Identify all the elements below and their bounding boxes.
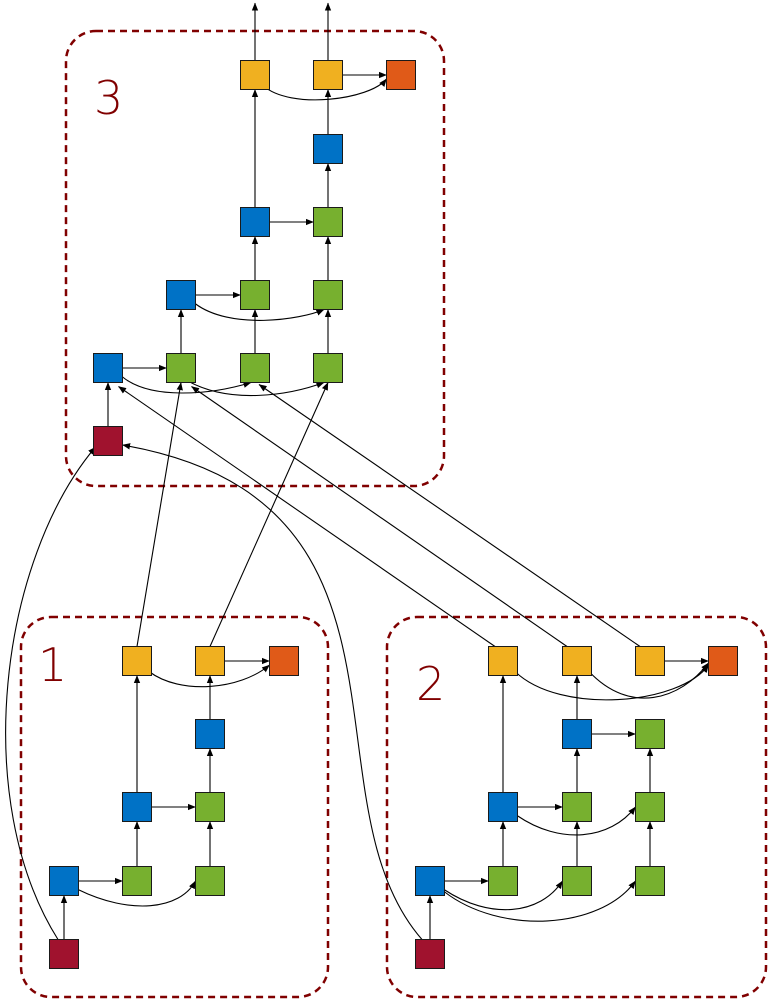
edge-arrow	[5, 446, 96, 940]
group-2-box	[385, 615, 768, 999]
group-1-label: 1	[38, 638, 67, 692]
edge-arrow	[258, 384, 641, 647]
group-1-box	[19, 615, 330, 999]
yellow-square-node	[195, 646, 225, 676]
green-square-node	[562, 866, 592, 896]
nodes-layer	[49, 60, 738, 969]
green-square-node	[195, 866, 225, 896]
green-square-node	[195, 792, 225, 822]
edge-arrow	[136, 382, 183, 647]
yellow-square-node	[635, 646, 665, 676]
green-square-node	[240, 280, 270, 310]
red-square-node	[93, 426, 123, 456]
yellow-square-node	[240, 60, 270, 90]
edge-arrow	[588, 662, 709, 699]
blue-square-node	[488, 792, 518, 822]
blue-square-node	[195, 719, 225, 749]
edge-arrow	[443, 880, 636, 922]
orange-square-node	[708, 646, 738, 676]
edge-arrow	[209, 382, 329, 647]
yellow-square-node	[313, 60, 343, 90]
blue-square-node	[93, 353, 123, 383]
group-2-label: 2	[416, 657, 445, 711]
green-square-node	[635, 866, 665, 896]
blue-square-node	[49, 866, 79, 896]
red-square-node	[49, 939, 79, 969]
blue-square-node	[240, 207, 270, 237]
yellow-square-node	[562, 646, 592, 676]
green-square-node	[313, 207, 343, 237]
green-square-node	[240, 353, 270, 383]
edge-arrow	[122, 443, 423, 940]
blue-square-node	[166, 280, 196, 310]
edge-arrow	[194, 303, 325, 321]
edge-arrow	[186, 380, 325, 397]
edge-arrow	[118, 386, 496, 647]
blue-square-node	[313, 134, 343, 164]
edge-arrow	[516, 806, 636, 836]
edge-arrow	[77, 880, 196, 907]
green-square-node	[635, 792, 665, 822]
orange-square-node	[386, 60, 416, 90]
edges-layer	[5, 2, 709, 940]
edge-arrow	[148, 664, 270, 688]
yellow-square-node	[488, 646, 518, 676]
edge-arrow	[262, 78, 387, 101]
edge-arrow	[191, 386, 568, 647]
blue-square-node	[415, 866, 445, 896]
green-square-node	[313, 280, 343, 310]
blue-square-node	[122, 792, 152, 822]
red-square-node	[415, 939, 445, 969]
orange-square-node	[269, 646, 299, 676]
group-3-label: 3	[94, 71, 123, 125]
yellow-square-node	[122, 646, 152, 676]
green-square-node	[122, 866, 152, 896]
edge-arrow	[514, 664, 709, 701]
edge-arrow	[121, 376, 252, 394]
green-square-node	[562, 792, 592, 822]
blue-square-node	[562, 719, 592, 749]
green-square-node	[313, 353, 343, 383]
green-square-node	[166, 353, 196, 383]
green-square-node	[635, 719, 665, 749]
green-square-node	[488, 866, 518, 896]
edge-arrow	[443, 880, 563, 911]
